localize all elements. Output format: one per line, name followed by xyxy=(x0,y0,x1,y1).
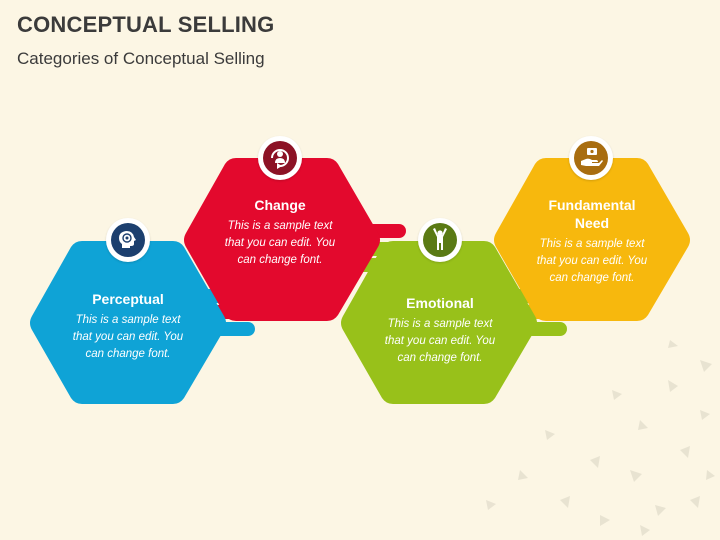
hexagon-fundamental-need xyxy=(494,158,690,321)
change-badge xyxy=(258,136,302,180)
card-description: This is a sample text that you can edit.… xyxy=(384,318,496,364)
card-title: Emotional xyxy=(406,295,474,311)
card-perceptual: Perceptual This is a sample text that yo… xyxy=(48,290,208,363)
perceptual-badge xyxy=(106,218,150,262)
background-triangles xyxy=(486,340,715,536)
card-title: Fundamental Need xyxy=(548,197,636,231)
card-change: Change This is a sample text that you ca… xyxy=(200,196,360,269)
person-arms-raised-icon xyxy=(433,228,447,250)
card-fundamental-need: Fundamental Need This is a sample text t… xyxy=(512,196,672,287)
card-description: This is a sample text that you can edit.… xyxy=(72,314,184,360)
hexagon-change xyxy=(184,158,380,321)
hexagon-perceptual xyxy=(30,241,226,404)
card-title: Perceptual xyxy=(92,291,164,307)
hexagon-emotional xyxy=(341,241,537,404)
head-target-icon xyxy=(119,231,136,248)
card-emotional: Emotional This is a sample text that you… xyxy=(360,294,520,367)
hand-money-icon xyxy=(581,148,603,166)
card-description: This is a sample text that you can edit.… xyxy=(224,220,336,266)
fundamental-need-badge xyxy=(569,136,613,180)
page-title: CONCEPTUAL SELLING xyxy=(17,12,275,37)
card-description: This is a sample text that you can edit.… xyxy=(536,238,648,284)
emotional-badge xyxy=(418,218,462,262)
card-title: Change xyxy=(254,197,306,213)
person-cycle-icon xyxy=(271,149,289,169)
page-subtitle: Categories of Conceptual Selling xyxy=(17,49,265,68)
